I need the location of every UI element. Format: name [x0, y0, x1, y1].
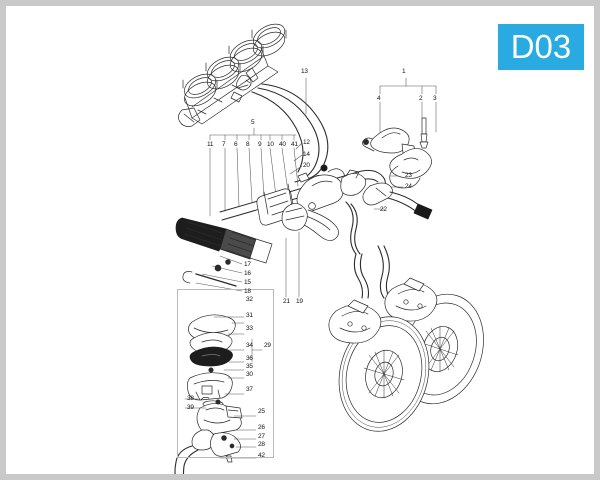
callout-label-16: 16 — [244, 270, 251, 277]
callout-label-6: 6 — [234, 141, 238, 148]
master-cylinder-assembly — [281, 168, 367, 255]
callout-label-12: 12 — [303, 139, 310, 146]
lever-perch-parts — [362, 117, 432, 189]
callout-label-19: 19 — [296, 298, 303, 305]
callout-label-38: 38 — [187, 395, 194, 402]
callout-label-31: 31 — [246, 312, 253, 319]
callout-label-9: 9 — [258, 141, 262, 148]
callout-label-3: 3 — [433, 95, 437, 102]
page-badge: D03 — [498, 24, 584, 70]
throttle-cables — [251, 83, 329, 183]
callout-label-33: 33 — [246, 325, 253, 332]
callout-label-13: 13 — [301, 68, 308, 75]
callout-label-27: 27 — [258, 433, 265, 440]
callout-label-10: 10 — [267, 141, 274, 148]
page-badge-label: D03 — [510, 28, 572, 65]
callout-label-32: 32 — [246, 296, 253, 303]
callout-label-15: 15 — [244, 279, 251, 286]
parts-diagram-svg — [174, 23, 484, 474]
brake-disc-left — [338, 316, 430, 432]
callout-label-40: 40 — [279, 141, 286, 148]
callout-label-21: 21 — [283, 298, 290, 305]
callout-label-5: 5 — [251, 119, 255, 126]
brake-caliper-left — [328, 299, 382, 344]
callout-label-26: 26 — [258, 424, 265, 431]
inset-panel-frame — [177, 289, 274, 458]
diagram-canvas — [6, 6, 594, 474]
callout-label-1: 1 — [402, 68, 406, 75]
callout-label-28: 28 — [258, 441, 265, 448]
callout-label-39: 39 — [187, 404, 194, 411]
callout-label-42: 42 — [258, 452, 265, 459]
callout-label-22: 22 — [380, 206, 387, 213]
callout-label-8: 8 — [246, 141, 250, 148]
throttle-body-bank — [178, 23, 287, 127]
callout-label-41: 41 — [291, 141, 298, 148]
callout-label-36: 36 — [246, 355, 253, 362]
handlebar-left-grip — [175, 217, 273, 287]
callout-label-24: 24 — [405, 183, 412, 190]
callout-label-20: 20 — [303, 162, 310, 169]
brake-caliper-right — [384, 277, 438, 322]
callout-label-14: 14 — [303, 151, 310, 158]
callout-label-37: 37 — [246, 386, 253, 393]
callout-label-23: 23 — [405, 172, 412, 179]
callout-label-18: 18 — [244, 288, 251, 295]
callout-label-11: 11 — [207, 141, 214, 148]
bar-end-weight — [362, 182, 433, 220]
callout-label-29: 29 — [264, 342, 271, 349]
callout-label-25: 25 — [258, 408, 265, 415]
callout-label-17: 17 — [244, 261, 251, 268]
callout-label-7: 7 — [222, 141, 226, 148]
callout-label-2: 2 — [419, 95, 423, 102]
callout-label-4: 4 — [377, 95, 381, 102]
callout-label-30: 30 — [246, 371, 253, 378]
callout-label-34: 34 — [246, 342, 253, 349]
front-brake-assembly — [328, 245, 484, 432]
inset-exploded-parts — [174, 314, 263, 474]
callout-label-35: 35 — [246, 363, 253, 370]
